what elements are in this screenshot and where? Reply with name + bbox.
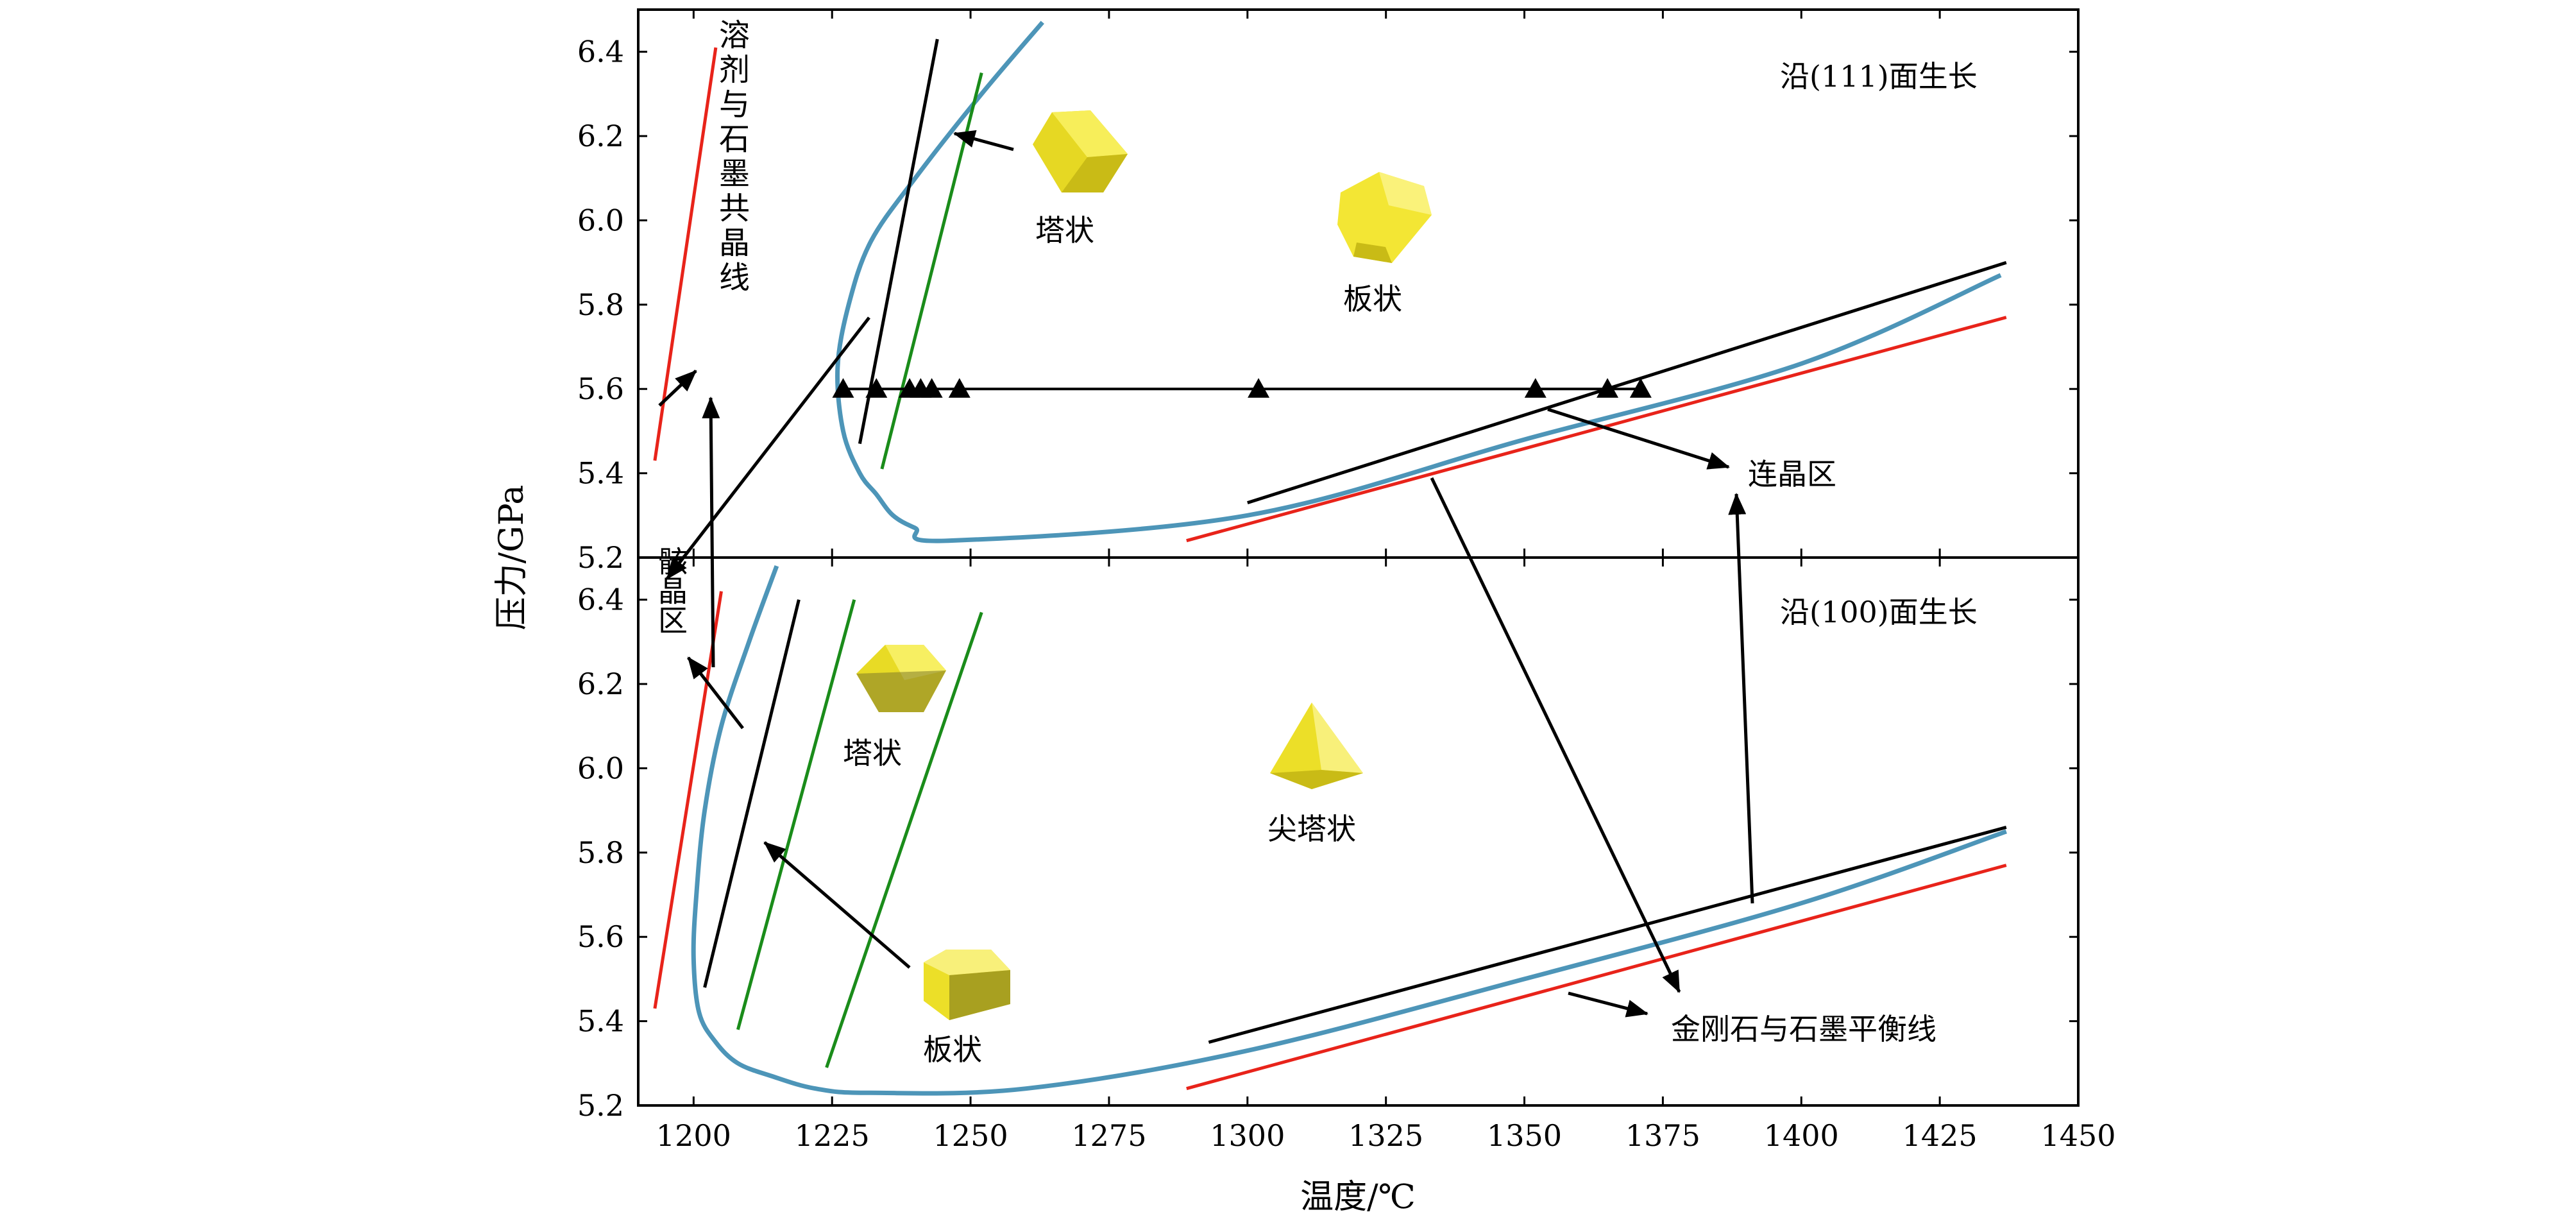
y-axis-label: 压力/GPa bbox=[493, 485, 531, 631]
top-panel-title: 沿(111)面生长 bbox=[1780, 59, 1978, 94]
x-tick-label: 1200 bbox=[656, 1118, 731, 1153]
crystal-icon-bottom-plate bbox=[924, 950, 1010, 1020]
triangle-marker bbox=[1248, 378, 1270, 398]
top-series-line-5 bbox=[653, 47, 718, 461]
triangle-marker bbox=[865, 378, 888, 398]
bottom-series-line-2 bbox=[736, 599, 856, 1030]
top-y-tick-label: 5.6 bbox=[577, 371, 624, 406]
arrow-diagonal-to-skeletal bbox=[666, 316, 870, 580]
x-tick-label: 1450 bbox=[2040, 1118, 2115, 1153]
arrow-to-connected-label bbox=[1547, 407, 1730, 470]
x-tick-label: 1350 bbox=[1487, 1118, 1562, 1153]
bottom-y-tick-label: 6.2 bbox=[577, 667, 624, 701]
bottom-series-line-4 bbox=[1208, 825, 2007, 1044]
bottom-y-tick-label: 5.6 bbox=[577, 919, 624, 954]
x-tick-label: 1300 bbox=[1210, 1118, 1285, 1153]
top-y-tick-label: 5.8 bbox=[577, 287, 624, 322]
crystal-icon-top-tower bbox=[1033, 110, 1128, 192]
crystal-icon-top-plate bbox=[1337, 172, 1432, 263]
top-series-line-3 bbox=[1247, 260, 2007, 504]
x-tick-label: 1325 bbox=[1348, 1118, 1423, 1153]
bottom-series-line-3 bbox=[825, 611, 983, 1068]
bottom-series-line-1 bbox=[703, 599, 801, 988]
bottom-panel: 5.2 5.4 5.6 5.8 6.0 6.2 6.4 1200 1225 1250 1275 130… bbox=[577, 558, 2116, 1153]
bottom-spire-label: 尖塔状 bbox=[1267, 812, 1356, 846]
triangle-marker bbox=[948, 378, 970, 398]
arrow-vertical-to-eutectic-label bbox=[702, 397, 720, 668]
x-tick-label: 1250 bbox=[933, 1118, 1008, 1153]
x-tick-label: 1225 bbox=[795, 1118, 870, 1153]
bottom-plate-label: 板状 bbox=[923, 1032, 982, 1067]
bottom-y-tick-label: 5.8 bbox=[577, 835, 624, 870]
crystal-icon-bottom-spire bbox=[1270, 703, 1363, 789]
diamond-graphite-equilibrium-label: 金刚石与石墨平衡线 bbox=[1671, 1012, 1936, 1046]
bottom-panel-frame bbox=[637, 556, 2080, 1107]
bottom-y-tick-label: 6.0 bbox=[577, 751, 624, 785]
bottom-tower-label: 塔状 bbox=[843, 736, 902, 771]
solvent-graphite-eutectic-label: 溶剂与石墨共晶线 bbox=[713, 19, 749, 296]
top-series-line-4 bbox=[1186, 316, 2007, 543]
arrow-equilibrium-from-top bbox=[1430, 477, 1681, 993]
bottom-y-tick-label: 5.4 bbox=[577, 1004, 624, 1039]
x-tick-label: 1425 bbox=[1902, 1118, 1978, 1153]
bottom-boundary-curve bbox=[691, 565, 2007, 1096]
triangle-marker bbox=[920, 378, 943, 398]
bottom-series-line-6 bbox=[653, 591, 723, 1009]
top-boundary-curve bbox=[835, 21, 2002, 543]
triangle-marker bbox=[832, 378, 854, 398]
triangle-marker bbox=[1597, 378, 1619, 398]
top-series-line-2 bbox=[880, 72, 983, 470]
top-y-tick-label: 6.4 bbox=[577, 35, 624, 69]
arrow-to-skeletal-bottom bbox=[687, 656, 744, 729]
bottom-series-line-5 bbox=[1186, 864, 2007, 1091]
top-tower-label: 塔状 bbox=[1035, 213, 1094, 248]
top-y-tick-label: 6.0 bbox=[577, 203, 624, 237]
arrow-eutectic-to-redline bbox=[658, 370, 697, 407]
arrow-connected-from-bottom bbox=[1728, 493, 1754, 904]
x-tick-label: 1400 bbox=[1764, 1118, 1839, 1153]
annotation-arrows bbox=[658, 130, 1754, 1018]
x-tick-label: 1275 bbox=[1071, 1118, 1146, 1153]
bottom-panel-title: 沿(100)面生长 bbox=[1780, 595, 1978, 629]
x-axis-label: 温度/℃ bbox=[1300, 1178, 1416, 1216]
top-y-tick-label: 6.2 bbox=[577, 119, 624, 153]
bottom-y-tick-label: 5.2 bbox=[577, 1088, 624, 1123]
top-y-tick-label: 5.2 bbox=[577, 540, 624, 575]
crystal-icon-bottom-tower bbox=[856, 645, 946, 712]
top-series-line-1 bbox=[858, 38, 939, 445]
arrow-bottom-plate-to-line bbox=[763, 841, 911, 969]
bottom-y-tick-label: 6.4 bbox=[577, 583, 624, 617]
top-panel: 5.2 5.4 5.6 5.8 6.0 6.2 6.4 bbox=[577, 10, 2080, 575]
triangle-marker bbox=[1524, 378, 1546, 398]
top-plate-label: 板状 bbox=[1343, 282, 1402, 316]
x-tick-label: 1375 bbox=[1625, 1118, 1700, 1153]
connected-crystal-region-label: 连晶区 bbox=[1748, 457, 1836, 491]
top-y-tick-label: 5.4 bbox=[577, 456, 624, 491]
triangle-marker bbox=[1629, 378, 1652, 398]
arrow-top-tower-to-line bbox=[953, 130, 1014, 151]
arrow-to-equilibrium-label bbox=[1568, 991, 1648, 1018]
